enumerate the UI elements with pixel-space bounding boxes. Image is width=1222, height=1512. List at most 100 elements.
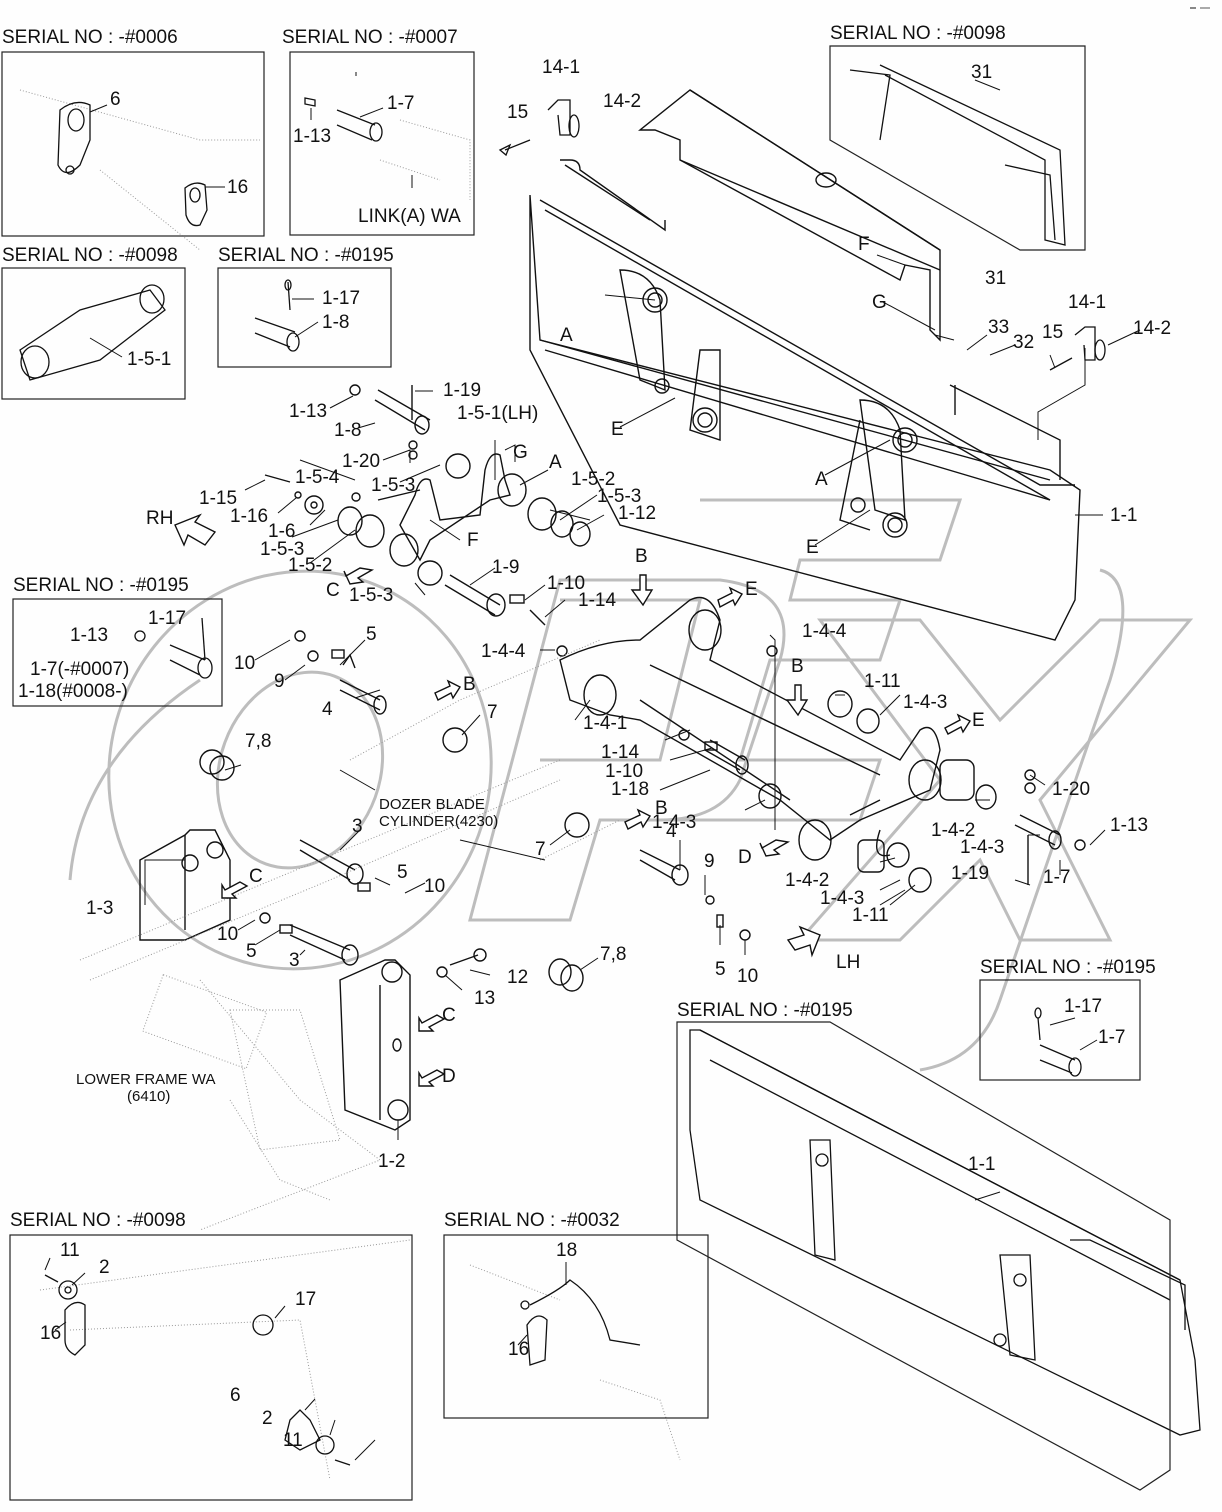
part-label: A xyxy=(815,469,828,490)
serial-label: SERIAL NO : -#0195 xyxy=(677,1000,853,1021)
part-label: C xyxy=(326,580,340,601)
part-label: 1-13 xyxy=(289,401,328,422)
part-label: 1-17 xyxy=(148,608,187,629)
part-label: 1-14 xyxy=(578,590,617,611)
part-label: E xyxy=(972,710,985,731)
part-label: 1-18 xyxy=(611,779,650,800)
part-label: 1-7 xyxy=(1043,867,1071,888)
part-label: 1-11 xyxy=(852,905,889,926)
part-label: 1-7 xyxy=(387,93,415,114)
part-label: 16 xyxy=(40,1323,62,1344)
part-label: 10 xyxy=(234,653,256,674)
part-label: 12 xyxy=(507,967,529,988)
part-label: 31 xyxy=(971,62,993,83)
part-label: 14-2 xyxy=(1133,318,1172,339)
part-label: 1-5-4 xyxy=(295,467,340,488)
part-label: 1-10 xyxy=(547,573,586,594)
part-label: 1-12 xyxy=(618,503,657,524)
serial-label: SERIAL NO : -#0195 xyxy=(218,245,394,266)
part-label: 7,8 xyxy=(600,944,627,965)
serial-label: SERIAL NO : -#0098 xyxy=(10,1210,186,1231)
part-label: A xyxy=(549,452,562,473)
part-label: 1-6 xyxy=(268,521,296,542)
part-label: 1-7(-#0007) xyxy=(30,659,130,680)
part-label: 1-14 xyxy=(601,742,640,763)
part-label: 1-10 xyxy=(605,761,644,782)
part-label: 1-9 xyxy=(492,557,520,578)
part-label: 1-5-3 xyxy=(371,475,416,496)
part-label: G xyxy=(872,292,887,313)
part-label: 9 xyxy=(704,851,715,872)
part-label: F xyxy=(467,530,479,551)
serial-label: SERIAL NO : -#0006 xyxy=(2,27,178,48)
part-label: 15 xyxy=(1042,322,1064,343)
part-label: 1-5-2 xyxy=(288,555,333,576)
inset-frames xyxy=(1,45,1171,1501)
link-arm xyxy=(264,384,591,626)
part-label: 10 xyxy=(424,876,446,897)
part-label: 13 xyxy=(474,988,496,1009)
part-label: 1-7 xyxy=(1098,1027,1126,1048)
part-label: 31 xyxy=(985,268,1007,289)
part-label: 1-8 xyxy=(334,420,362,441)
part-label: 1-4-4 xyxy=(802,621,847,642)
part-label: 1-19 xyxy=(443,380,482,401)
part-label: 1-17 xyxy=(1064,996,1103,1017)
part-label: E xyxy=(745,579,758,600)
part-label: 1-18(#0008-) xyxy=(18,681,128,702)
part-label: 15 xyxy=(507,102,529,123)
part-label: C xyxy=(442,1005,456,1026)
part-label: 1-5-3 xyxy=(260,539,305,560)
assembly-label: (6410) xyxy=(127,1088,171,1105)
direction-arrows xyxy=(174,513,972,1087)
serial-label: SERIAL NO : -#0007 xyxy=(282,27,458,48)
part-label: 1-20 xyxy=(1052,779,1091,800)
part-label: 2 xyxy=(99,1257,110,1278)
part-label: 1-13 xyxy=(1110,815,1149,836)
part-label: E xyxy=(611,419,624,440)
part-label: B xyxy=(791,656,804,677)
part-label: 1-13 xyxy=(70,625,109,646)
blade-main xyxy=(529,159,1081,641)
part-label: 17 xyxy=(295,1289,317,1310)
part-label: 1-4-1 xyxy=(583,713,628,734)
serial-label: SERIAL NO : -#0195 xyxy=(13,575,189,596)
part-label: 1-4-4 xyxy=(481,641,526,662)
part-label: 1-1 xyxy=(1110,505,1138,526)
part-label: 11 xyxy=(283,1430,303,1451)
part-label: 3 xyxy=(352,816,363,837)
part-label: 1-4-2 xyxy=(931,820,976,841)
part-label: 4 xyxy=(322,699,333,720)
part-label: 16 xyxy=(508,1339,530,1360)
leader-lines xyxy=(44,72,1141,1461)
part-label: 7 xyxy=(535,839,546,860)
serial-label: SERIAL NO : -#0195 xyxy=(980,957,1156,978)
part-label: 1-20 xyxy=(342,451,381,472)
part-label: D xyxy=(442,1066,456,1087)
part-label: 1-17 xyxy=(322,288,361,309)
part-label: 18 xyxy=(556,1240,578,1261)
part-label: 1-1 xyxy=(968,1154,996,1175)
part-label: 1-16 xyxy=(230,506,269,527)
part-label: 1-5-1(LH) xyxy=(457,403,539,424)
part-label: 1-4-3 xyxy=(652,812,697,833)
part-label: 10 xyxy=(217,924,239,945)
inset-artwork xyxy=(19,64,1201,1466)
part-label: G xyxy=(513,442,528,463)
part-label: 1-11 xyxy=(864,671,901,692)
part-label: 1-4-3 xyxy=(960,837,1005,858)
part-label: 1-2 xyxy=(378,1151,406,1172)
assembly-label: LOWER FRAME WA xyxy=(76,1071,216,1088)
serial-label: SERIAL NO : -#0098 xyxy=(2,245,178,266)
part-label: 5 xyxy=(715,959,726,980)
part-label: RH xyxy=(146,508,174,529)
part-label: C xyxy=(249,866,263,887)
part-label: 5 xyxy=(246,941,257,962)
hitch-14 xyxy=(498,99,1106,371)
serial-label: SERIAL NO : -#0098 xyxy=(830,23,1006,44)
part-label: 16 xyxy=(227,177,249,198)
ghost-parts xyxy=(19,89,681,1481)
part-label: 10 xyxy=(737,966,759,987)
